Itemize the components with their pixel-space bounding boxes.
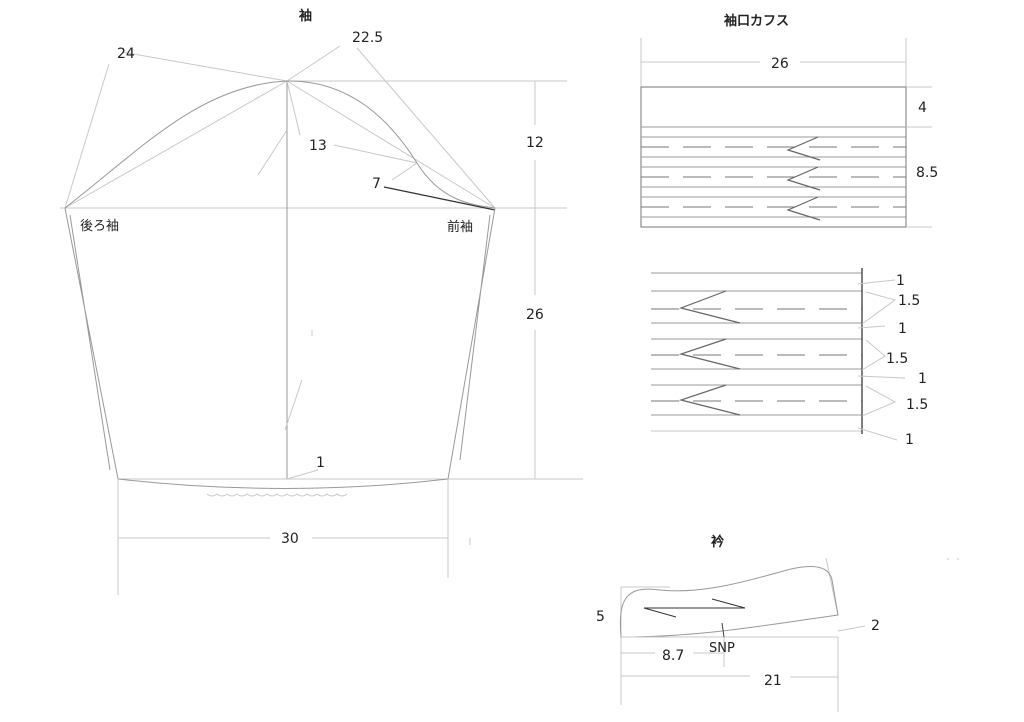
back-sleeve-label: 後ろ袖 (80, 219, 119, 234)
collar-pattern: 衿 5 2 SNP 8.7 21 (596, 534, 959, 712)
front-cap-length: 22.5 (352, 30, 383, 46)
cap-guide-length: 13 (309, 138, 327, 154)
back-cap-length: 24 (117, 46, 135, 62)
underarm-length: 26 (526, 307, 544, 323)
pleat-label-6: 1.5 (906, 397, 928, 413)
hem-ease: 1 (316, 455, 325, 471)
snp-label: SNP (709, 641, 735, 656)
collar-end-height: 2 (871, 618, 880, 634)
pleat-detail: 1 1.5 1 1.5 1 1.5 1 (651, 268, 928, 448)
collar-title: 衿 (711, 534, 724, 550)
hem-width: 30 (281, 531, 299, 547)
cuff-title: 袖口カフス (724, 13, 789, 29)
front-sleeve-label: 前袖 (447, 219, 473, 235)
cap-height: 12 (526, 135, 544, 151)
collar-length: 21 (764, 673, 782, 689)
collar-to-snp: 8.7 (662, 648, 684, 664)
pleat-label-4: 1.5 (886, 351, 908, 367)
collar-height: 5 (596, 609, 605, 625)
front-curve-depth: 7 (372, 176, 381, 192)
sleeve-pattern: 袖 24 22.5 13 (60, 8, 583, 595)
pleat-label-5: 1 (918, 371, 927, 387)
cuff-pleat-height: 8.5 (916, 165, 938, 181)
cuff-pattern: 袖口カフス 26 4 8.5 (640, 13, 938, 228)
pleat-label-2: 1.5 (898, 293, 920, 309)
cuff-band-height: 4 (918, 100, 927, 116)
cuff-width: 26 (771, 56, 789, 72)
pleat-label-7: 1 (905, 432, 914, 448)
pleat-label-3: 1 (898, 321, 907, 337)
sleeve-title: 袖 (299, 8, 312, 24)
pleat-label-1: 1 (896, 273, 905, 289)
